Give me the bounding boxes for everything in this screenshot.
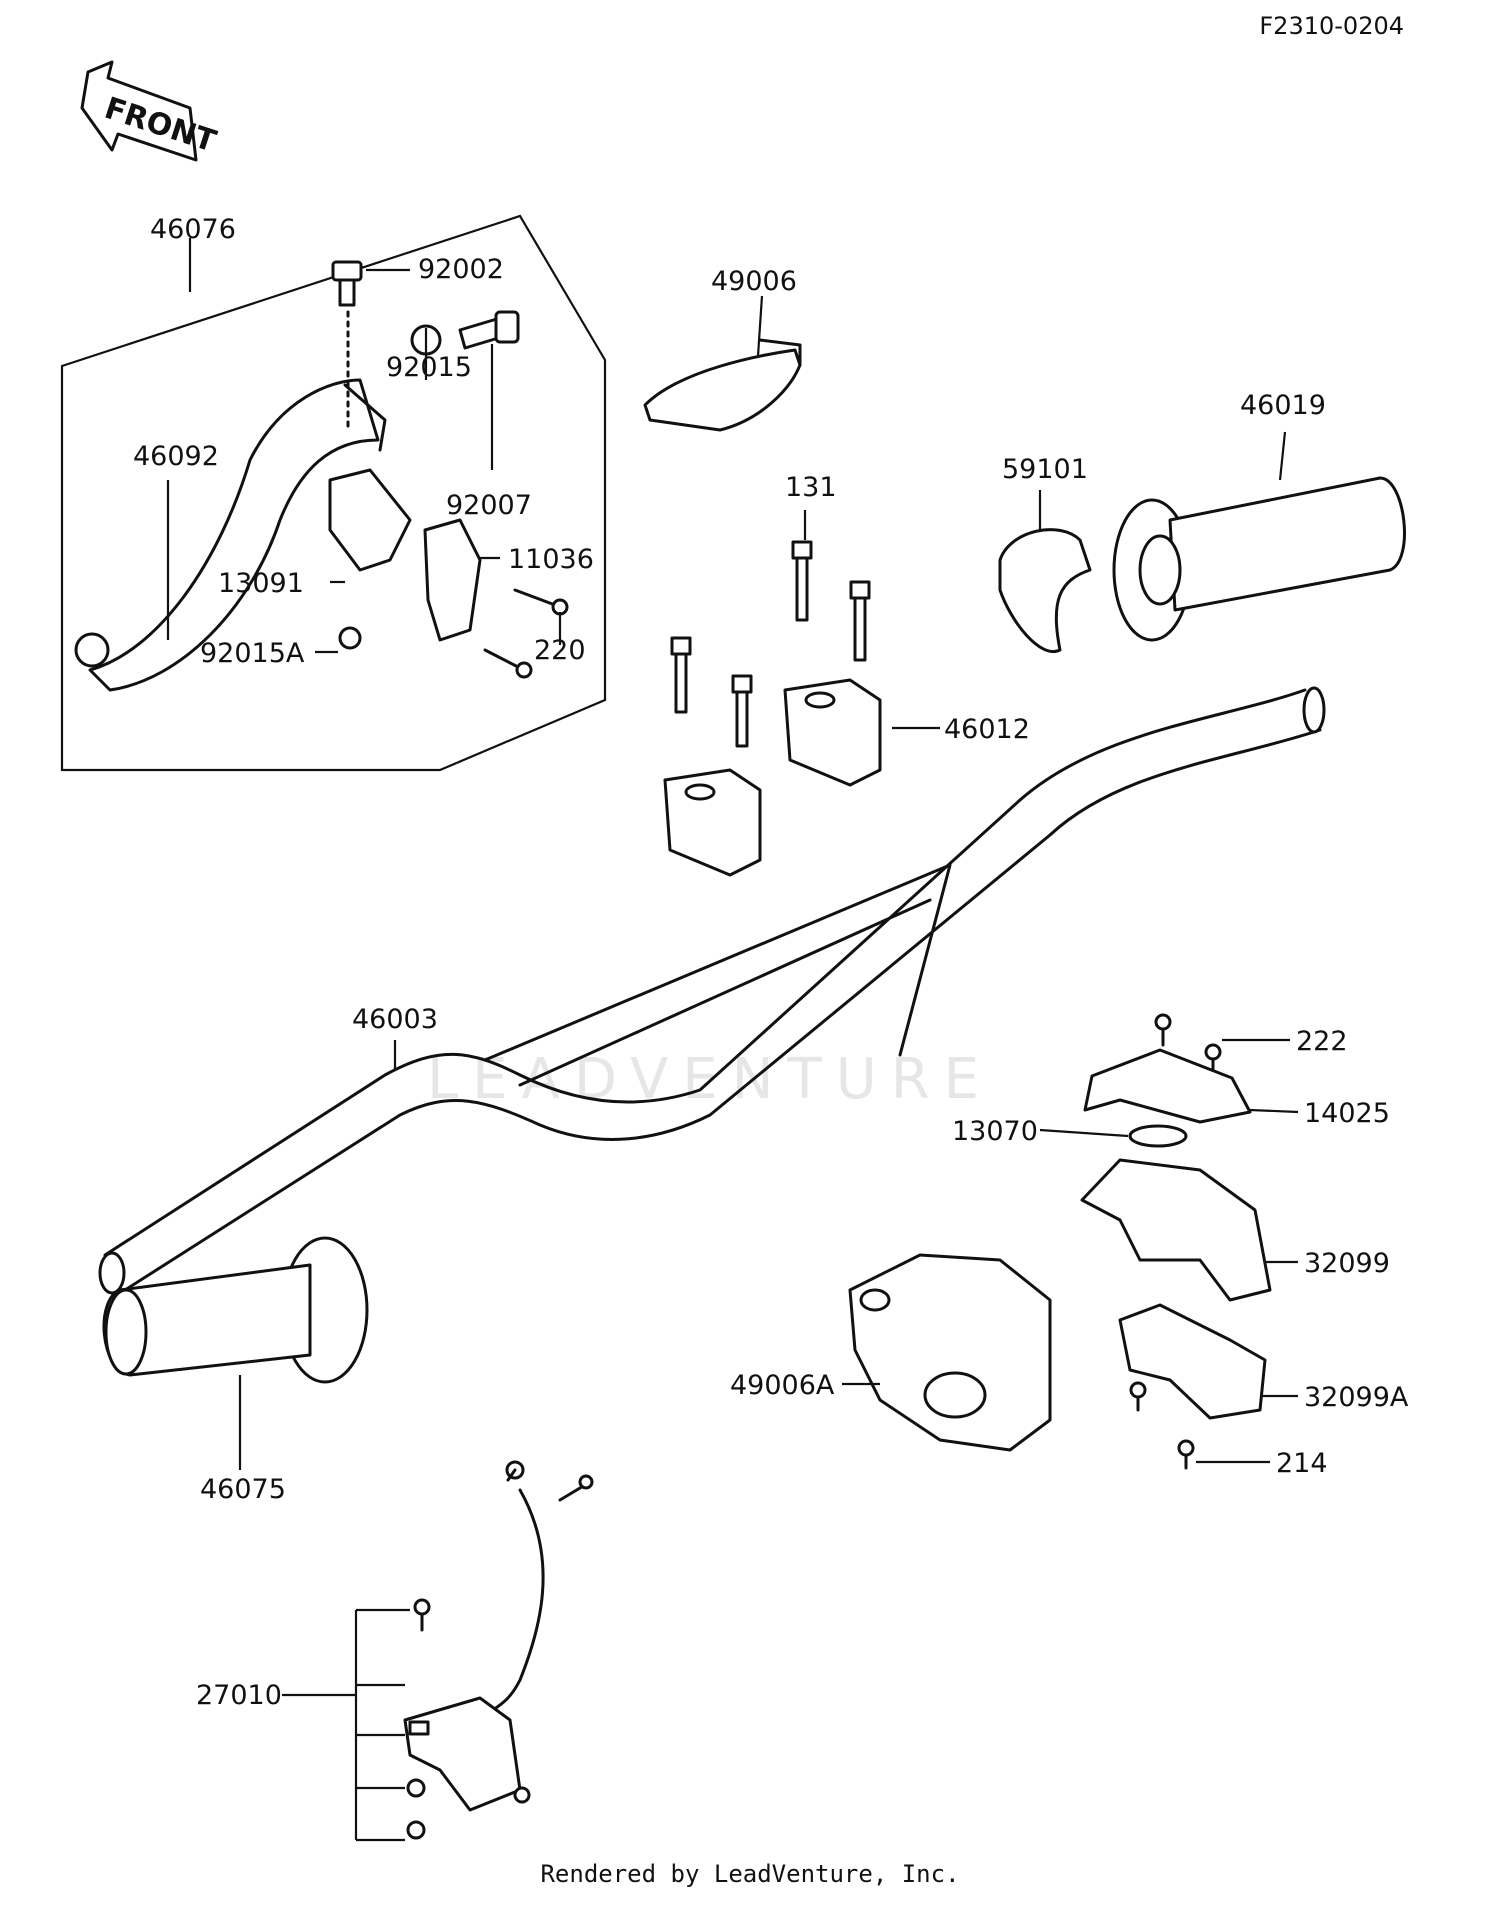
label-59101: 59101 (1002, 454, 1088, 485)
leader-lines (166, 238, 1299, 1697)
throttle-case-lower (1118, 1303, 1267, 1420)
label-214: 214 (1276, 1448, 1328, 1479)
label-46092: 46092 (133, 441, 219, 472)
throttle-case (1080, 1158, 1272, 1302)
label-13070: 13070 (952, 1116, 1038, 1147)
pivot-bolt (331, 260, 363, 432)
handlebar-holders (663, 678, 882, 877)
case-screws (1129, 1381, 1195, 1470)
throttle-pulley (998, 528, 1092, 654)
label-46012: 46012 (944, 714, 1030, 745)
footer-credit: Rendered by LeadVenture, Inc. (540, 1860, 960, 1888)
left-grip (102, 1236, 369, 1384)
label-46075: 46075 (200, 1474, 286, 1505)
small-nut (338, 626, 362, 650)
label-13091: 13091 (218, 568, 304, 599)
housing-gasket (1128, 1124, 1188, 1148)
cable-boot (643, 348, 802, 432)
label-46003: 46003 (352, 1004, 438, 1035)
label-92015: 92015 (386, 352, 472, 383)
label-92002: 92002 (418, 254, 504, 285)
watermark-text: LEADVENTURE (427, 1047, 993, 1112)
label-27010: 27010 (196, 1680, 282, 1711)
label-92007: 92007 (446, 490, 532, 521)
assembly-frame (60, 214, 607, 772)
label-46076: 46076 (150, 214, 236, 245)
housing-cover (1083, 1048, 1252, 1124)
lever-housing (848, 1253, 1052, 1452)
label-131: 131 (785, 472, 837, 503)
label-11036: 11036 (508, 544, 594, 575)
diagram-code: F2310-0204 (1259, 12, 1404, 40)
lever-holder (328, 468, 412, 572)
clutch-lever (74, 378, 387, 692)
label-220: 220 (534, 635, 586, 666)
clamp-bolts (670, 540, 871, 748)
label-32099: 32099 (1304, 1248, 1390, 1279)
label-46019: 46019 (1240, 390, 1326, 421)
handlebar (98, 686, 1326, 1295)
label-49006A: 49006A (730, 1370, 835, 1401)
label-49006: 49006 (711, 266, 797, 297)
holder-clamp (423, 518, 482, 642)
label-222: 222 (1296, 1026, 1348, 1057)
adjuster-screw (458, 310, 520, 350)
stop-switch (354, 1460, 594, 1842)
housing-screws (1154, 1013, 1222, 1074)
label-92015A: 92015A (200, 638, 305, 669)
right-grip (1112, 476, 1406, 642)
front-arrow-icon: FRONT (80, 60, 221, 162)
label-32099A: 32099A (1304, 1382, 1409, 1413)
label-14025: 14025 (1304, 1098, 1390, 1129)
